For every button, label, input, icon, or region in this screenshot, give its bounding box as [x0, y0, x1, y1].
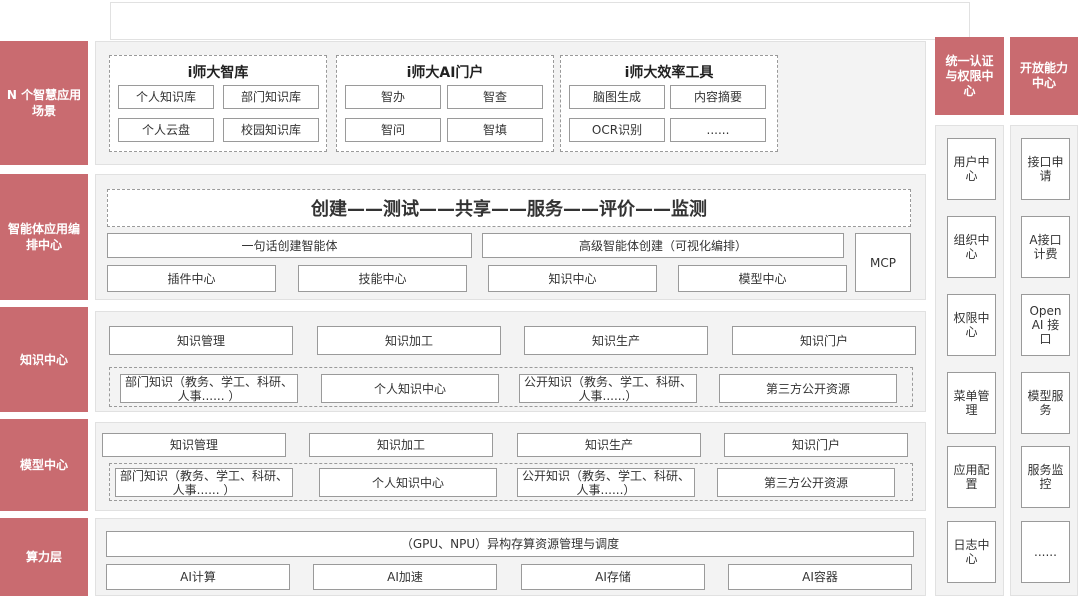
row-label-knowledge: 知识中心: [0, 307, 88, 412]
row-label-model: 模型中心: [0, 419, 88, 511]
plugin-center-box[interactable]: 插件中心: [107, 265, 276, 292]
log-center-box[interactable]: 日志中心: [947, 521, 996, 583]
user-center-box[interactable]: 用户中心: [947, 138, 996, 200]
more-capabilities-box[interactable]: ......: [1021, 521, 1070, 583]
model-knowledge-portal-box[interactable]: 知识门户: [724, 433, 908, 457]
model-knowledge-production-box[interactable]: 知识生产: [517, 433, 701, 457]
department-knowledge-box[interactable]: 部门知识（教务、学工、科研、人事...... ）: [120, 374, 298, 403]
more-tools-box[interactable]: ......: [670, 118, 766, 142]
org-center-box[interactable]: 组织中心: [947, 216, 996, 278]
ocr-box[interactable]: OCR识别: [569, 118, 665, 142]
knowledge-sources-group: 部门知识（教务、学工、科研、人事...... ） 个人知识中心 公开知识（教务、…: [109, 367, 913, 407]
personal-knowledge-center-box[interactable]: 个人知识中心: [321, 374, 499, 403]
orchestration-panel: 创建——测试——共享——服务——评价——监测 一句话创建智能体 高级智能体创建（…: [95, 174, 926, 300]
lifecycle-flow: 创建——测试——共享——服务——评价——监测: [107, 189, 911, 227]
mindmap-box[interactable]: 脑图生成: [569, 85, 665, 109]
permission-center-box[interactable]: 权限中心: [947, 294, 996, 356]
group-title: i师大AI门户: [406, 65, 484, 81]
top-blank-panel: [110, 2, 970, 40]
model-knowledge-management-box[interactable]: 知识管理: [102, 433, 286, 457]
smart-search-box[interactable]: 智查: [447, 85, 543, 109]
api-application-box[interactable]: 接口申请: [1021, 138, 1070, 200]
smart-fill-box[interactable]: 智填: [447, 118, 543, 142]
campus-kb-box[interactable]: 校园知识库: [223, 118, 319, 142]
group-title: i师大智库: [187, 65, 249, 81]
model-personal-knowledge-center-box[interactable]: 个人知识中心: [319, 468, 497, 497]
knowledge-production-box[interactable]: 知识生产: [524, 326, 708, 355]
open-capability-header: 开放能力中心: [1010, 37, 1078, 115]
model-center-box[interactable]: 模型中心: [678, 265, 847, 292]
model-public-knowledge-box[interactable]: 公开知识（教务、学工、科研、人事......）: [517, 468, 695, 497]
model-service-box[interactable]: 模型服务: [1021, 372, 1070, 434]
ai-compute-box[interactable]: AI计算: [106, 564, 290, 590]
personal-kb-box[interactable]: 个人知识库: [118, 85, 214, 109]
skill-center-box[interactable]: 技能中心: [298, 265, 467, 292]
mcp-box[interactable]: MCP: [855, 233, 911, 292]
model-knowledge-processing-box[interactable]: 知识加工: [309, 433, 493, 457]
scenario-group-think-tank: i师大智库 个人知识库 部门知识库 个人云盘 校园知识库: [109, 55, 327, 152]
model-third-party-resources-box[interactable]: 第三方公开资源: [717, 468, 895, 497]
knowledge-panel: 知识管理 知识加工 知识生产 知识门户 部门知识（教务、学工、科研、人事....…: [95, 311, 926, 412]
row-label-scenarios: N 个智慧应用场景: [0, 41, 88, 165]
group-title: i师大效率工具: [624, 65, 714, 81]
auth-center-header: 统一认证与权限中心: [935, 37, 1004, 115]
ai-acceleration-box[interactable]: AI加速: [313, 564, 497, 590]
menu-management-box[interactable]: 菜单管理: [947, 372, 996, 434]
knowledge-portal-box[interactable]: 知识门户: [732, 326, 916, 355]
compute-panel: （GPU、NPU）异构存算资源管理与调度 AI计算 AI加速 AI存储 AI容器: [95, 518, 926, 596]
scenarios-panel: i师大智库 个人知识库 部门知识库 个人云盘 校园知识库 i师大AI门户 智办 …: [95, 41, 926, 165]
app-config-box[interactable]: 应用配置: [947, 446, 996, 508]
smart-office-box[interactable]: 智办: [345, 85, 441, 109]
public-knowledge-box[interactable]: 公开知识（教务、学工、科研、人事......）: [519, 374, 697, 403]
model-panel: 知识管理 知识加工 知识生产 知识门户 部门知识（教务、学工、科研、人事....…: [95, 422, 926, 511]
ai-storage-box[interactable]: AI存储: [521, 564, 705, 590]
openai-interface-box[interactable]: Open AI 接口: [1021, 294, 1070, 356]
personal-cloud-box[interactable]: 个人云盘: [118, 118, 214, 142]
summary-box[interactable]: 内容摘要: [670, 85, 766, 109]
service-monitor-box[interactable]: 服务监控: [1021, 446, 1070, 508]
model-department-knowledge-box[interactable]: 部门知识（教务、学工、科研、人事...... ）: [115, 468, 293, 497]
row-label-orchestration: 智能体应用编排中心: [0, 174, 88, 300]
department-kb-box[interactable]: 部门知识库: [223, 85, 319, 109]
smart-ask-box[interactable]: 智问: [345, 118, 441, 142]
one-sentence-agent-box[interactable]: 一句话创建智能体: [107, 233, 472, 258]
third-party-resources-box[interactable]: 第三方公开资源: [719, 374, 897, 403]
ai-container-box[interactable]: AI容器: [728, 564, 912, 590]
scenario-group-efficiency-tools: i师大效率工具 脑图生成 内容摘要 OCR识别 ......: [560, 55, 778, 152]
knowledge-processing-box[interactable]: 知识加工: [317, 326, 501, 355]
api-billing-box[interactable]: A接口计费: [1021, 216, 1070, 278]
scenario-group-ai-portal: i师大AI门户 智办 智查 智问 智填: [336, 55, 554, 152]
auth-center-panel: 用户中心 组织中心 权限中心 菜单管理 应用配置 日志中心: [935, 125, 1004, 596]
open-capability-panel: 接口申请 A接口计费 Open AI 接口 模型服务 服务监控 ......: [1010, 125, 1078, 596]
advanced-agent-box[interactable]: 高级智能体创建（可视化编排）: [482, 233, 844, 258]
knowledge-center-box[interactable]: 知识中心: [488, 265, 657, 292]
knowledge-management-box[interactable]: 知识管理: [109, 326, 293, 355]
model-sources-group: 部门知识（教务、学工、科研、人事...... ） 个人知识中心 公开知识（教务、…: [109, 463, 913, 501]
heterogeneous-scheduler-box[interactable]: （GPU、NPU）异构存算资源管理与调度: [106, 531, 914, 557]
row-label-compute: 算力层: [0, 518, 88, 596]
